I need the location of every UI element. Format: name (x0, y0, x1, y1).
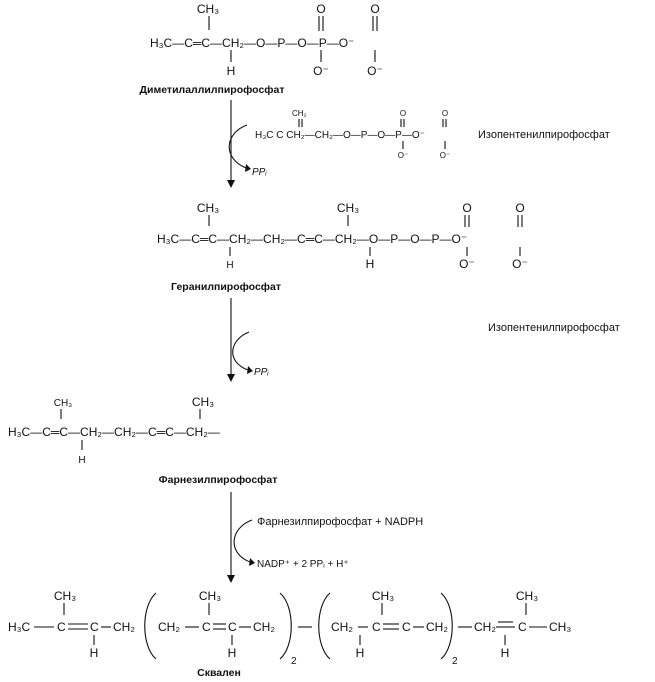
squalene-ch2: CH₂ (253, 620, 275, 634)
step2-product: PPᵢ (254, 367, 269, 378)
gpp-methyl-1: CH₃ (197, 201, 219, 215)
squalene-c: C (518, 620, 527, 634)
dmapp-h: H (227, 64, 236, 78)
step3-curved-arrowhead (249, 558, 255, 566)
squalene-bracket-close-1 (279, 592, 292, 660)
gpp-structure: CH₃ CH₃ H₃C—C═C—CH₂—CH₂—C═C—CH₂—O—P—O—P—… (157, 201, 528, 271)
squalene-c: C (402, 620, 411, 634)
squalene-h-4: H (501, 646, 510, 660)
squalene-c: C (90, 620, 99, 634)
step2-curved-arrow (232, 331, 250, 371)
gpp-methyl-2: CH₃ (337, 201, 359, 215)
step2-arrowhead (227, 374, 235, 382)
squalene-ch2: CH₂ (474, 620, 496, 634)
gpp-p1-top-o: O (462, 201, 471, 215)
squalene-name: Сквален (197, 667, 241, 679)
ipp-p1-top-o: O (400, 109, 406, 118)
squalene-bracket-close-2 (440, 592, 453, 660)
squalene-methyl-3: CH₃ (372, 589, 394, 603)
dmapp-structure: CH₃ H₃C—C═C—CH₂—O—P—O—P—O⁻ H O O⁻ O O⁻ (150, 2, 383, 78)
step1-curved-arrow (228, 124, 248, 169)
squalene-ch2: CH₂ (331, 620, 353, 634)
gpp-chain: H₃C—C═C—CH₂—CH₂—C═C—CH₂—O—P—O—P—O⁻ (157, 232, 467, 246)
squalene-bracket-open-2 (318, 592, 331, 660)
gpp-p1-bottom-o: O⁻ (459, 257, 475, 271)
ipp-chain: H₃C C CH₂—CH₂—O—P—O—P—O⁻ (255, 130, 425, 141)
fpp-name: Фарнезилпирофосфат (159, 474, 278, 486)
squalene-methyl-1: CH₃ (54, 589, 76, 603)
step1-arrowhead (227, 180, 235, 188)
dmapp-p1-top-o: O (316, 2, 325, 16)
dmapp-chain: H₃C—C═C—CH₂—O—P—O—P—O⁻ (150, 36, 354, 50)
gpp-h-1: H (226, 260, 233, 271)
squalene-methyl-4: CH₃ (516, 589, 538, 603)
squalene-subscript-1: 2 (291, 656, 297, 667)
squalene-h-2: H (228, 646, 237, 660)
squalene-c: C (57, 620, 66, 634)
ipp-structure: CH₂ H₃C C CH₂—CH₂—O—P—O—P—O⁻ O O⁻ O O⁻ (255, 109, 450, 160)
squalene-ch2: CH₂ (113, 620, 135, 634)
ipp-p2-top-o: O (442, 109, 448, 118)
squalene-h-3: H (356, 646, 365, 660)
gpp-name: Геранилпирофосфат (171, 281, 281, 293)
step1-curved-arrowhead (245, 164, 251, 172)
ipp-label-1: Изопентенилпирофосфат (478, 129, 610, 141)
gpp-h-2: H (366, 257, 375, 271)
dmapp-methyl: CH₃ (197, 2, 219, 16)
step3-curved-arrow (233, 519, 253, 563)
fpp-structure: CH₃ CH₃ H₃C—C═C—CH₂—CH₂—C═C—CH₂— H (8, 395, 220, 466)
dmapp-p2-top-o: O (370, 2, 379, 16)
step2-curved-arrowhead (247, 366, 253, 374)
ipp-p1-bottom-o: O⁻ (398, 151, 408, 160)
gpp-p2-top-o: O (515, 201, 524, 215)
step3-product: NADP⁺ + 2 PPᵢ + H⁺ (257, 559, 349, 570)
ipp-top-ch2: CH₂ (292, 109, 307, 118)
dmapp-name: Диметилаллилпирофосфат (140, 84, 285, 96)
step3-arrowhead (227, 575, 235, 583)
squalene-structure: CH₃ CH₃ CH₃ CH₃ H₃C C C CH₂ CH₂ C C CH₂ … (8, 589, 571, 667)
squalene-methyl-2: CH₃ (199, 589, 221, 603)
squalene-ch3-end: CH₃ (549, 620, 571, 634)
fpp-methyl-1: CH₃ (54, 398, 73, 409)
squalene-h3c-1: H₃C (8, 620, 31, 634)
step3-input: Фарнезилпирофосфат + NADPH (257, 516, 423, 528)
dmapp-p1-bottom-o: O⁻ (313, 64, 329, 78)
squalene-c: C (228, 620, 237, 634)
squalene-c: C (372, 620, 381, 634)
fpp-methyl-2: CH₃ (192, 395, 214, 409)
squalene-ch2: CH₂ (426, 620, 448, 634)
dmapp-p2-bottom-o: O⁻ (367, 64, 383, 78)
fpp-chain: H₃C—C═C—CH₂—CH₂—C═C—CH₂— (8, 425, 220, 439)
fpp-h-1: H (78, 455, 85, 466)
squalene-c: C (202, 620, 211, 634)
squalene-bracket-open-1 (144, 592, 157, 660)
gpp-p2-bottom-o: O⁻ (512, 257, 528, 271)
step1-product: PPᵢ (252, 167, 267, 178)
squalene-h-1: H (90, 646, 99, 660)
ipp-p2-bottom-o: O⁻ (440, 151, 450, 160)
ipp-label-2: Изопентенилпирофосфат (488, 322, 620, 334)
squalene-subscript-2: 2 (452, 656, 458, 667)
squalene-ch2: CH₂ (158, 620, 180, 634)
